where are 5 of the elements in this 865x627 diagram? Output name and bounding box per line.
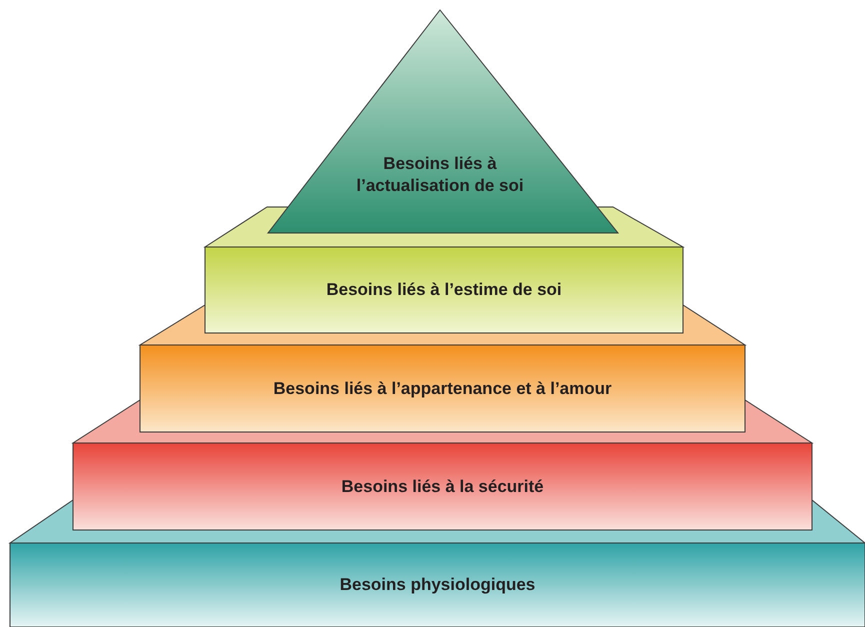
tier-label: Besoins liés à la sécurité bbox=[341, 476, 544, 498]
tier-label: Besoins liés à l’actualisation de soi bbox=[355, 153, 525, 197]
tier-label: Besoins physiologiques bbox=[340, 574, 536, 596]
tier-label: Besoins liés à l’appartenance et à l’amour bbox=[273, 378, 612, 400]
tier-label: Besoins liés à l’estime de soi bbox=[326, 279, 562, 301]
